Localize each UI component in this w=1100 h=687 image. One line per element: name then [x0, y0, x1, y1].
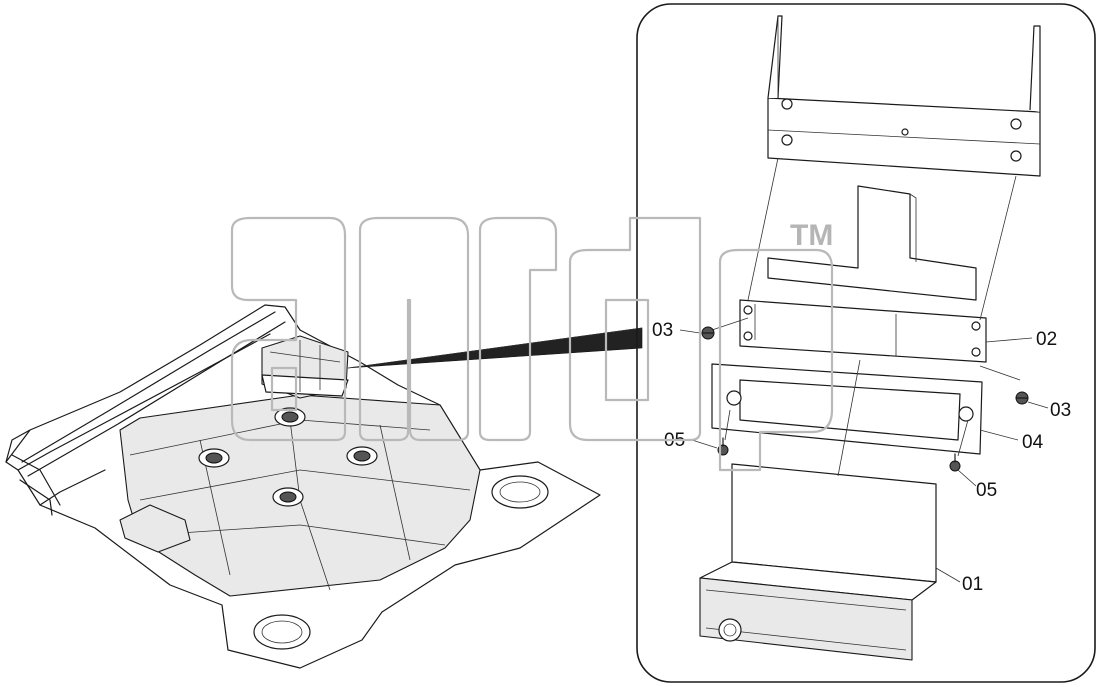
- floor-grommet-1: [198, 448, 230, 468]
- radio-bezel: [711, 363, 983, 455]
- callout-05-right: 05: [976, 480, 997, 501]
- callout-02: 02: [1036, 329, 1057, 350]
- detail-leader: [347, 327, 643, 369]
- callout-04: 04: [1022, 432, 1044, 453]
- screw-left: [701, 326, 715, 340]
- screw-right: [1015, 391, 1029, 405]
- watermark-logo: TM: [230, 216, 833, 472]
- floor-opening-right: [491, 475, 549, 509]
- callout-03-left: 03: [652, 320, 673, 341]
- callout-03-right: 03: [1050, 400, 1071, 421]
- detail-view-frame: [636, 3, 1096, 683]
- watermark-trademark: TM: [790, 219, 833, 252]
- radio-housing-location: [261, 335, 349, 399]
- floor-grommet-2: [346, 446, 378, 466]
- corner-mark: ··: [1080, 7, 1085, 14]
- mount-bracket: [739, 185, 987, 363]
- radio-mount-exploded-view: 03 02 03 04 05 05 01: [652, 15, 1071, 661]
- callout-01: 01: [962, 574, 983, 595]
- floor-grommet-4: [274, 407, 306, 427]
- floor-grommet-3: [272, 487, 304, 507]
- floor-step-block: [119, 504, 191, 553]
- bolt-right: [949, 453, 961, 472]
- radio-unit: [699, 463, 937, 661]
- floor-opening-bottom: [253, 614, 311, 650]
- upper-bracket: [767, 15, 1041, 177]
- cabin-floor-assembly: [5, 304, 601, 669]
